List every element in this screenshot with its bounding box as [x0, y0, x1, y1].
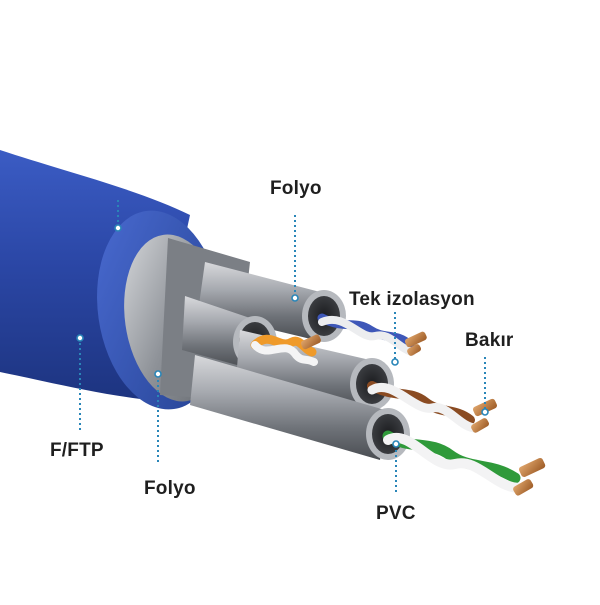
- twisted-pair-orange: [250, 334, 321, 366]
- leader-dots: [76, 224, 489, 448]
- label-folyo-top: Folyo: [270, 178, 322, 199]
- label-ftp: F/FTP: [50, 440, 104, 461]
- twisted-pair-blue: [317, 313, 427, 356]
- twisted-pair-brown: [367, 381, 497, 433]
- leader-lines: [79, 200, 486, 495]
- label-folyo-bottom: Folyo: [144, 478, 196, 499]
- label-bakir: Bakır: [465, 330, 514, 351]
- label-tek-izolasyon: Tek izolasyon: [349, 289, 475, 310]
- label-pvc: PVC: [376, 503, 416, 524]
- twisted-pair-green: [382, 430, 546, 496]
